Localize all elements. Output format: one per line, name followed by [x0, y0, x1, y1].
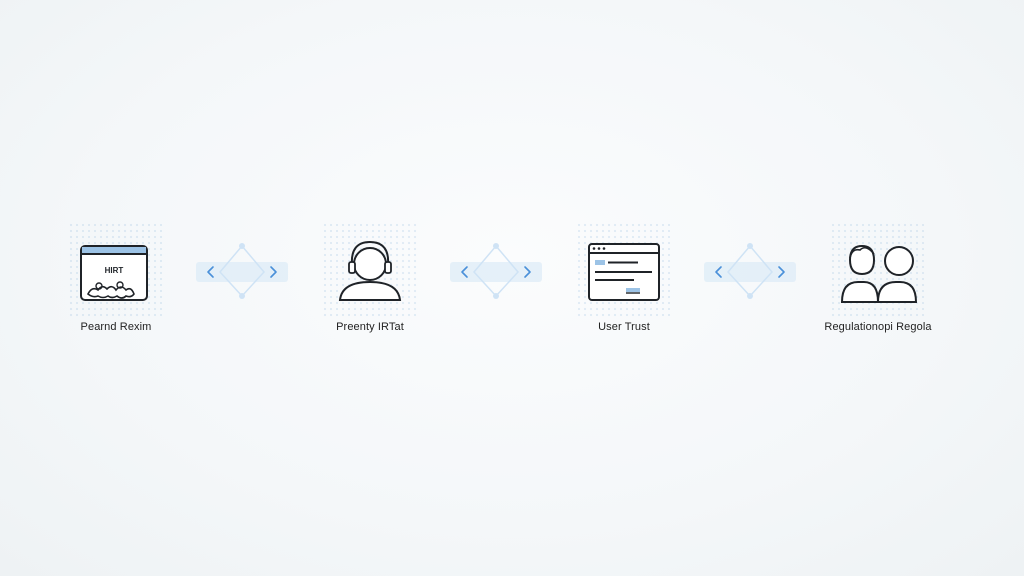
user-headset-icon	[338, 240, 402, 301]
node-2-label: Preenty IRTat	[336, 321, 404, 333]
bidirectional-arrows-icon	[704, 243, 796, 299]
node-3-label: User Trust	[598, 321, 650, 333]
connector-2	[446, 240, 546, 300]
two-users-icon	[840, 244, 918, 303]
node-1-icon-text: HIRT	[105, 266, 124, 275]
bidirectional-arrows-icon	[450, 243, 542, 299]
node-1-label: Pearnd Rexim	[80, 321, 152, 333]
node-3	[576, 222, 672, 318]
node-4-label: Regulationopi Regola	[824, 321, 932, 333]
browser-window-image-icon: HIRT	[80, 245, 148, 301]
node-2	[322, 222, 418, 318]
document-window-icon	[588, 243, 660, 301]
connector-3	[700, 240, 800, 300]
node-4	[830, 222, 926, 318]
node-1: HIRT	[68, 222, 164, 318]
bidirectional-arrows-icon	[196, 243, 288, 299]
connector-1	[192, 240, 292, 300]
